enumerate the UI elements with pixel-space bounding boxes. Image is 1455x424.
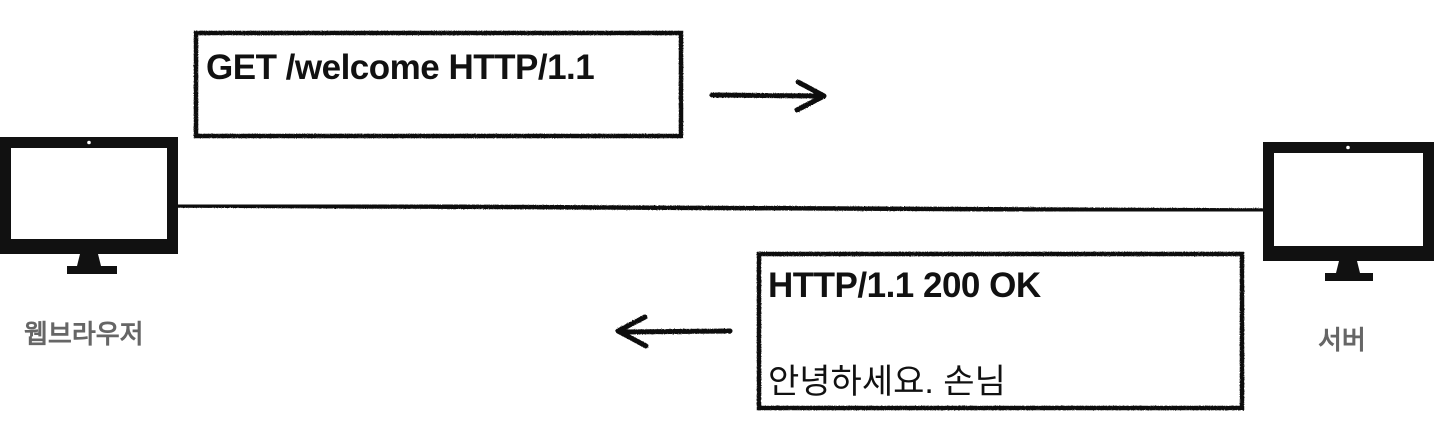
request-line-text: GET /welcome HTTP/1.1 [206, 48, 595, 87]
client-computer-icon [0, 137, 178, 274]
request-arrow-right-icon [709, 79, 827, 113]
request-message-box [193, 30, 684, 139]
response-status-line-text: HTTP/1.1 200 OK [768, 266, 1041, 305]
response-message-box [756, 251, 1245, 411]
response-body-text: 안녕하세요. 손님 [768, 363, 1006, 401]
response-arrow-left-icon [615, 314, 733, 349]
connection-line [175, 203, 1266, 213]
server-label: 서버 [1318, 326, 1366, 356]
server-computer-icon [1263, 142, 1434, 281]
client-label: 웹브라우저 [24, 320, 144, 350]
